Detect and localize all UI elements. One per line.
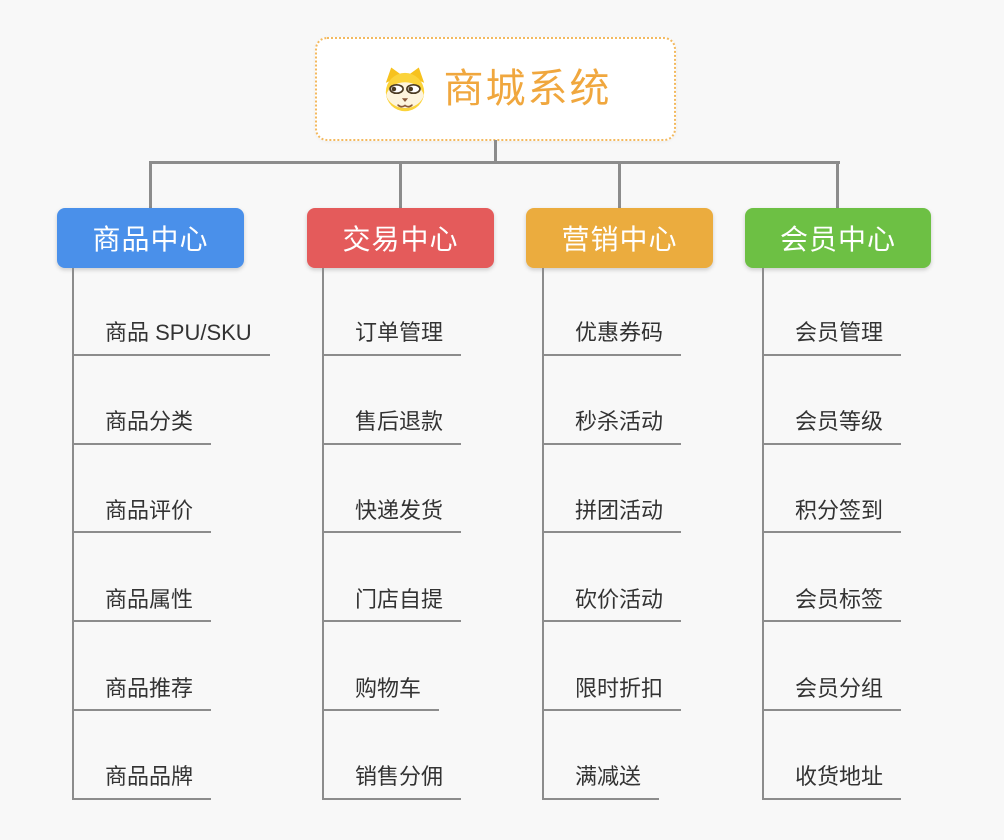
leaf-node[interactable]: 砍价活动 (542, 533, 682, 623)
spine-marketing-center (542, 268, 544, 800)
leaf-node[interactable]: 订单管理 (322, 267, 462, 356)
spine-trade-center (322, 268, 324, 800)
connector-stub-trade (399, 161, 402, 208)
leaf-node[interactable]: 商品评价 (72, 445, 212, 534)
leaf-column-product-center: 商品 SPU/SKU 商品分类 商品评价 商品属性 商品推荐 商品品牌 (72, 267, 270, 800)
connector-stub-marketing (618, 161, 621, 208)
leaf-node[interactable]: 会员管理 (762, 267, 902, 356)
branch-label: 商品中心 (92, 224, 209, 255)
connector-horizontal-bar (149, 161, 840, 164)
leaf-node[interactable]: 会员分组 (762, 622, 902, 711)
leaf-node[interactable]: 满减送 (542, 711, 660, 800)
leaf-node[interactable]: 商品分类 (72, 356, 212, 445)
root-node[interactable]: 商城系统 (315, 37, 676, 141)
branch-label: 营销中心 (561, 224, 678, 255)
spine-member-center (762, 268, 764, 800)
connector-root-stub (494, 140, 497, 163)
leaf-node[interactable]: 拼团活动 (542, 445, 682, 534)
leaf-node[interactable]: 会员等级 (762, 356, 902, 445)
leaf-node[interactable]: 购物车 (322, 622, 440, 711)
connector-stub-member (836, 161, 839, 208)
connector-stub-product (149, 161, 152, 208)
branch-node-product-center[interactable]: 商品中心 (57, 208, 244, 268)
leaf-node[interactable]: 收货地址 (762, 711, 902, 800)
leaf-node[interactable]: 优惠券码 (542, 267, 682, 356)
leaf-node[interactable]: 会员标签 (762, 533, 902, 623)
branch-node-marketing-center[interactable]: 营销中心 (526, 208, 713, 268)
leaf-node[interactable]: 商品属性 (72, 533, 212, 623)
leaf-node[interactable]: 商品推荐 (72, 622, 212, 711)
leaf-node[interactable]: 限时折扣 (542, 622, 682, 711)
leaf-node[interactable]: 快递发货 (322, 445, 462, 534)
leaf-node[interactable]: 积分签到 (762, 445, 902, 534)
leaf-node[interactable]: 售后退款 (322, 356, 462, 445)
leaf-column-marketing-center: 优惠券码 秒杀活动 拼团活动 砍价活动 限时折扣 满减送 (542, 267, 682, 800)
leaf-node[interactable]: 门店自提 (322, 533, 462, 623)
leaf-column-trade-center: 订单管理 售后退款 快递发货 门店自提 购物车 销售分佣 (322, 267, 462, 800)
branch-node-trade-center[interactable]: 交易中心 (307, 208, 494, 268)
branch-node-member-center[interactable]: 会员中心 (745, 208, 931, 268)
root-title: 商城系统 (443, 67, 612, 111)
leaf-node[interactable]: 商品 SPU/SKU (72, 267, 270, 356)
leaf-node[interactable]: 商品品牌 (72, 711, 212, 800)
dog-face-icon (385, 67, 424, 112)
spine-product-center (72, 268, 74, 800)
leaf-node[interactable]: 销售分佣 (322, 711, 462, 800)
branch-label: 交易中心 (342, 224, 459, 255)
branch-label: 会员中心 (779, 224, 896, 255)
leaf-column-member-center: 会员管理 会员等级 积分签到 会员标签 会员分组 收货地址 (762, 267, 902, 800)
leaf-node[interactable]: 秒杀活动 (542, 356, 682, 445)
